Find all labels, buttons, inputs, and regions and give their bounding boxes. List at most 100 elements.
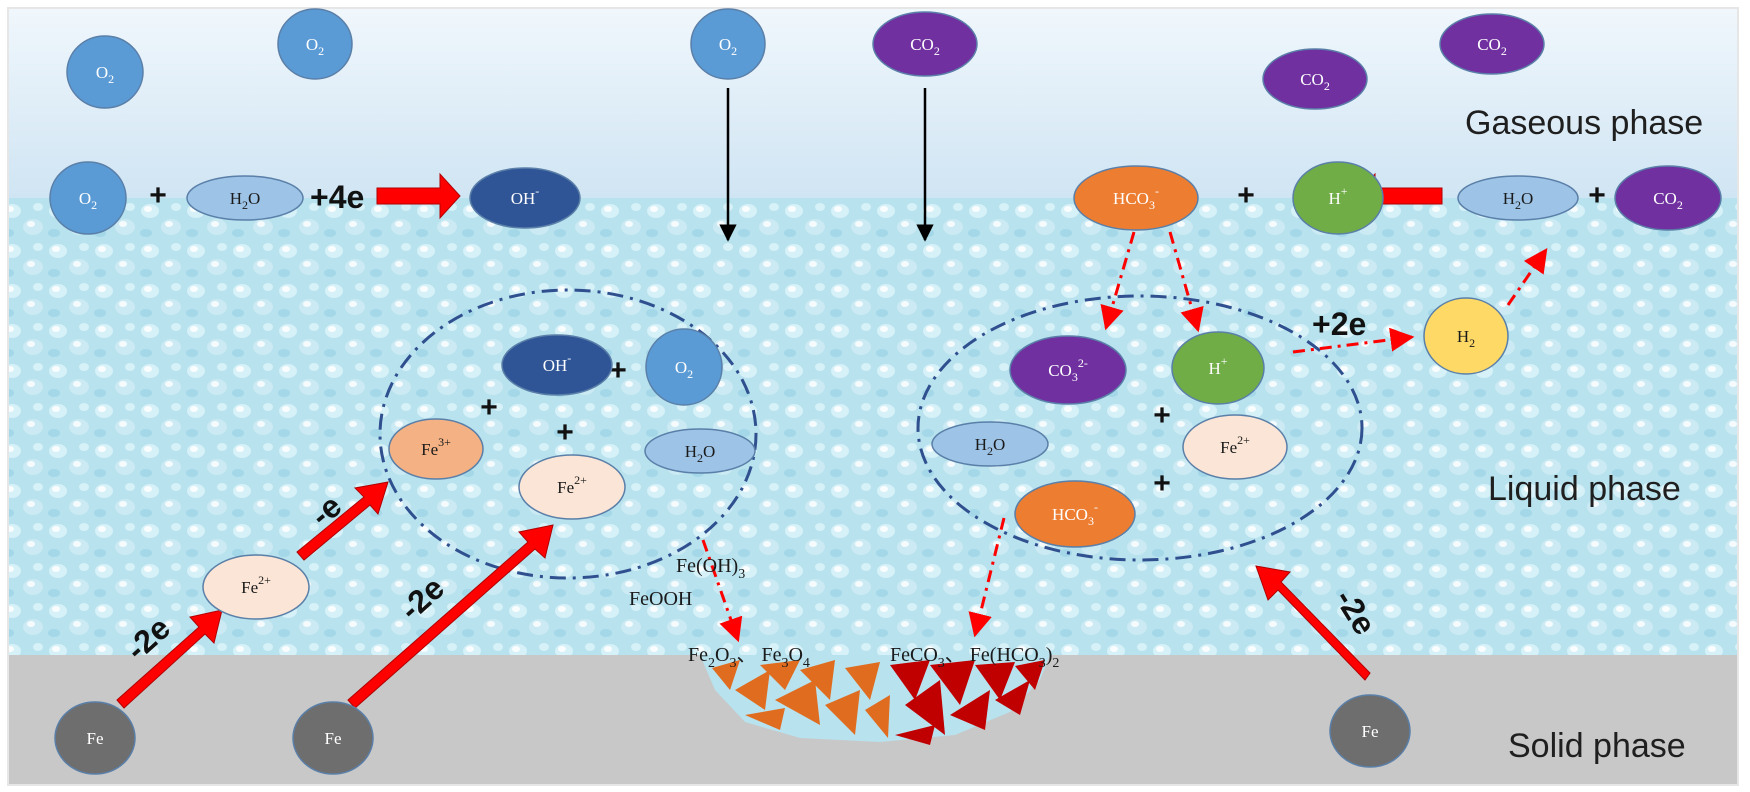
fe2-right-circle-shape [1182, 414, 1288, 480]
arrow-fe2-to-fe3 [296, 481, 389, 561]
h2o-left-circle-label: H2O [685, 442, 716, 465]
h2o-react-left-shape [186, 175, 304, 221]
co2-top-2: CO2 [1439, 13, 1545, 75]
liquid-phase-label: Liquid phase [1488, 470, 1681, 508]
o2-top-2: O2 [277, 8, 353, 80]
o2-top-3-label: O2 [719, 35, 737, 58]
h2o-left-circle: H2O [644, 428, 756, 474]
product-fe-oxides: Fe2O3、 Fe3O4 [688, 644, 810, 671]
h-product: H+ [1292, 161, 1384, 235]
arrow-oxygen-reduction [376, 172, 461, 220]
o2-top-1: O2 [66, 35, 144, 109]
fe-3-shape [1329, 694, 1411, 768]
fe3-left-circle: Fe3+ [388, 418, 484, 480]
fe2-left-circle-shape [518, 454, 626, 520]
oh-product-shape [469, 167, 581, 229]
h2o-right-circle-label: H2O [975, 435, 1006, 458]
fe3-left-circle-label: Fe3+ [421, 435, 451, 459]
fe2-outer-label: Fe2+ [241, 573, 271, 597]
hco3-right-circle-shape [1014, 480, 1136, 548]
frame-border [7, 7, 1739, 786]
product-fe-oh3: Fe(OH)3 [676, 555, 745, 582]
co2-react-right: CO2 [1614, 165, 1722, 231]
arrow-fe-3-oxidation [1255, 565, 1371, 681]
fe-1: Fe [54, 701, 136, 775]
product-fe-carbonates: FeCO3、 Fe(HCO3)2 [890, 644, 1059, 671]
oh-product: OH- [469, 167, 581, 229]
o2-left-circle-label: O2 [675, 358, 693, 381]
co3-right-circle: CO32- [1009, 335, 1127, 405]
co2-top-3-shape [1262, 48, 1368, 110]
h-right-circle-label: H+ [1208, 354, 1227, 378]
svg-text:+: + [609, 354, 627, 387]
co3-right-circle-shape [1009, 335, 1127, 405]
svg-text:+: + [556, 416, 574, 449]
h2o-right-circle-shape [931, 421, 1049, 467]
svg-text:+: + [1588, 179, 1606, 212]
h2o-right-circle: H2O [931, 421, 1049, 467]
co3-right-circle-label: CO32- [1048, 356, 1088, 384]
svg-text:+: + [480, 391, 498, 424]
co2-top-1-label: CO2 [910, 35, 940, 58]
hco3-product-shape [1073, 165, 1199, 231]
hco3-right-circle-label: HCO3- [1052, 500, 1098, 528]
h2o-react-left-label: H2O [230, 189, 261, 212]
co2-top-2-shape [1439, 13, 1545, 75]
fe2-left-circle-label: Fe2+ [557, 473, 587, 497]
fe-2-label: Fe [325, 729, 342, 748]
co2-top-3-label: CO2 [1300, 70, 1330, 93]
right-reaction-zone [916, 294, 1364, 562]
fe2-outer-shape [202, 554, 310, 620]
red-dashed-arrows [701, 231, 1548, 643]
arrow-fe-1-oxidation [116, 609, 223, 709]
solid-phase-label: Solid phase [1508, 727, 1686, 765]
h2o-react-right-label: H2O [1503, 189, 1534, 212]
fe2-right-circle: Fe2+ [1182, 414, 1288, 480]
h-right-circle: H+ [1171, 331, 1265, 405]
o2-left-circle: O2 [645, 328, 723, 406]
h2-gas-shape [1423, 297, 1509, 375]
fe2-outer: Fe2+ [202, 554, 310, 620]
red-block-arrows [116, 172, 1443, 709]
co2-react-right-label: CO2 [1653, 189, 1683, 212]
o2-top-3: O2 [690, 8, 766, 80]
fe3-left-circle-shape [388, 418, 484, 480]
co2-top-3: CO2 [1262, 48, 1368, 110]
electron-label-plus2e: +2e [1312, 306, 1366, 342]
left-reaction-zone [378, 288, 758, 580]
gas-phase-label: Gaseous phase [1465, 104, 1703, 142]
co2-top-1: CO2 [872, 11, 978, 77]
h-right-circle-shape [1171, 331, 1265, 405]
fe2-right-circle-label: Fe2+ [1220, 433, 1250, 457]
o2-top-3-shape [690, 8, 766, 80]
product-feooh: FeOOH [629, 588, 692, 610]
o2-top-2-shape [277, 8, 353, 80]
h2o-react-right-shape [1457, 175, 1579, 221]
h2o-react-left: H2O [186, 175, 304, 221]
o2-react: O2 [49, 161, 127, 235]
svg-text:+: + [1153, 399, 1171, 432]
o2-top-1-shape [66, 35, 144, 109]
co2-top-2-label: CO2 [1477, 35, 1507, 58]
h-product-label: H+ [1328, 184, 1347, 208]
fe-2-shape [292, 701, 374, 775]
hco3-product-label: HCO3- [1113, 184, 1159, 212]
o2-left-circle-shape [645, 328, 723, 406]
oh-left-circle-shape [501, 334, 613, 396]
svg-text:+: + [1153, 467, 1171, 500]
fe2-left-circle: Fe2+ [518, 454, 626, 520]
fe-1-shape [54, 701, 136, 775]
fe-3: Fe [1329, 694, 1411, 768]
oh-product-label: OH- [511, 184, 540, 208]
co2-react-right-shape [1614, 165, 1722, 231]
fe-1-label: Fe [87, 729, 104, 748]
electron-label-plus4e: +4e [310, 179, 364, 215]
h2o-react-right: H2O [1457, 175, 1579, 221]
o2-react-label: O2 [79, 189, 97, 212]
arrow-fe-2-oxidation [347, 524, 554, 709]
plus-signs: + + + + + + + + [149, 179, 1606, 500]
hco3-right-circle: HCO3- [1014, 480, 1136, 548]
h2o-left-circle-shape [644, 428, 756, 474]
